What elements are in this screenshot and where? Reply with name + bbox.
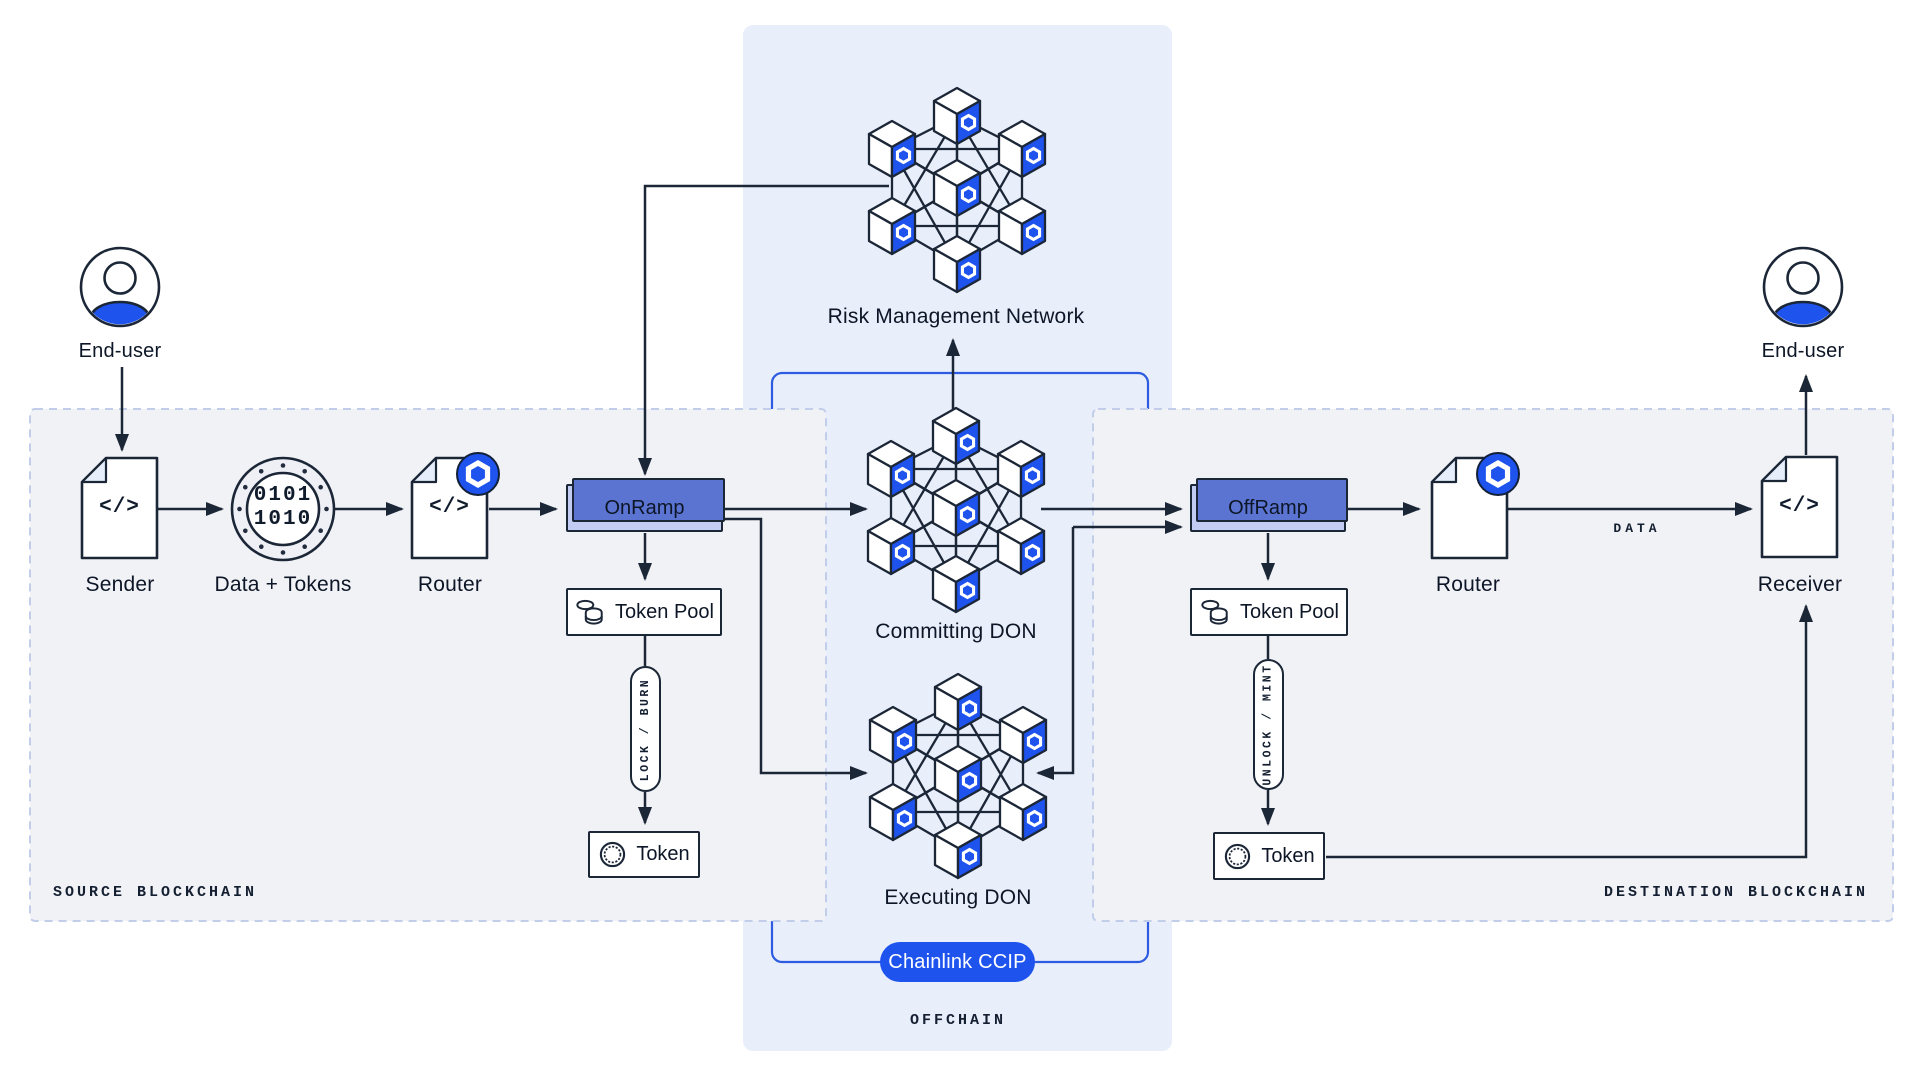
source-blockchain-panel	[29, 408, 827, 922]
document-icon	[1430, 452, 1520, 560]
end-user-right-label: End-user	[1761, 340, 1845, 362]
arrow-onramp-to-executing	[724, 517, 868, 780]
person-icon	[79, 246, 161, 328]
source-blockchain-label: SOURCE BLOCKCHAIN	[53, 884, 258, 901]
router-left-label: Router	[417, 573, 483, 596]
token-pool-left-box: Token Pool	[566, 588, 722, 636]
flow-arrows	[115, 184, 1813, 859]
data-tokens-label: Data + Tokens	[214, 573, 352, 596]
executing-don-network-icon	[868, 672, 1048, 880]
executing-don-label: Executing DON	[884, 886, 1032, 909]
committing-don-network-icon	[866, 406, 1046, 614]
arrow-token-to-receiver	[1326, 604, 1813, 859]
unlock-mint-label: UNLOCK / MINT	[1262, 663, 1275, 786]
unlock-mint-pill: UNLOCK / MINT	[1253, 659, 1284, 790]
destination-blockchain-panel	[1092, 408, 1894, 922]
token-pool-right-box: Token Pool	[1190, 588, 1348, 636]
token-pool-right-label: Token Pool	[1240, 600, 1339, 623]
lock-burn-pill: LOCK / BURN	[630, 666, 661, 792]
chainlink-badge-icon	[1476, 452, 1520, 496]
document-icons	[80, 452, 1839, 560]
document-icon	[410, 452, 500, 560]
token-left-label: Token	[636, 843, 690, 865]
sender-label: Sender	[85, 573, 155, 596]
coins-icon	[576, 599, 603, 625]
rmn-network-icon	[867, 86, 1047, 294]
sender-code: </>	[99, 496, 140, 519]
offramp-box: OffRamp	[1190, 477, 1348, 532]
data-edge-label: DATA	[1613, 521, 1661, 536]
onramp-label: OnRamp	[604, 496, 685, 519]
receiver-code: </>	[1779, 495, 1820, 518]
offchain-label: OFFCHAIN	[909, 1012, 1006, 1029]
router-left-code: </>	[429, 496, 470, 519]
arrow-rmn-to-onramp	[638, 184, 889, 476]
data-bits: 0101 1010	[253, 484, 313, 531]
receiver-label: Receiver	[1757, 573, 1843, 596]
data-tokens-icon	[230, 456, 336, 562]
end-user-left-label: End-user	[78, 340, 162, 362]
coin-icon	[1225, 843, 1251, 869]
offchain-panel	[743, 25, 1172, 1051]
arrow-offramp-to-executing	[1036, 527, 1075, 780]
person-icon	[1762, 246, 1844, 328]
token-right-label: Token	[1261, 844, 1315, 867]
committing-don-label: Committing DON	[875, 620, 1037, 643]
chainlink-ccip-label: Chainlink CCIP	[888, 950, 1027, 973]
lock-burn-label: LOCK / BURN	[639, 677, 653, 781]
document-icon	[1760, 455, 1839, 559]
router-right-label: Router	[1435, 573, 1501, 596]
rmn-label: Risk Management Network	[827, 305, 1085, 328]
token-right-box: Token	[1213, 832, 1325, 880]
chainlink-badge-icon	[456, 452, 500, 496]
chainlink-ccip-badge: Chainlink CCIP	[880, 942, 1035, 982]
document-icon	[80, 456, 159, 560]
token-pool-left-label: Token Pool	[615, 600, 714, 623]
token-left-box: Token	[588, 831, 700, 878]
onramp-box: OnRamp	[566, 477, 725, 532]
destination-blockchain-label: DESTINATION BLOCKCHAIN	[1603, 884, 1868, 901]
coin-icon	[600, 841, 626, 868]
offramp-label: OffRamp	[1228, 496, 1308, 519]
coins-icon	[1201, 599, 1228, 625]
